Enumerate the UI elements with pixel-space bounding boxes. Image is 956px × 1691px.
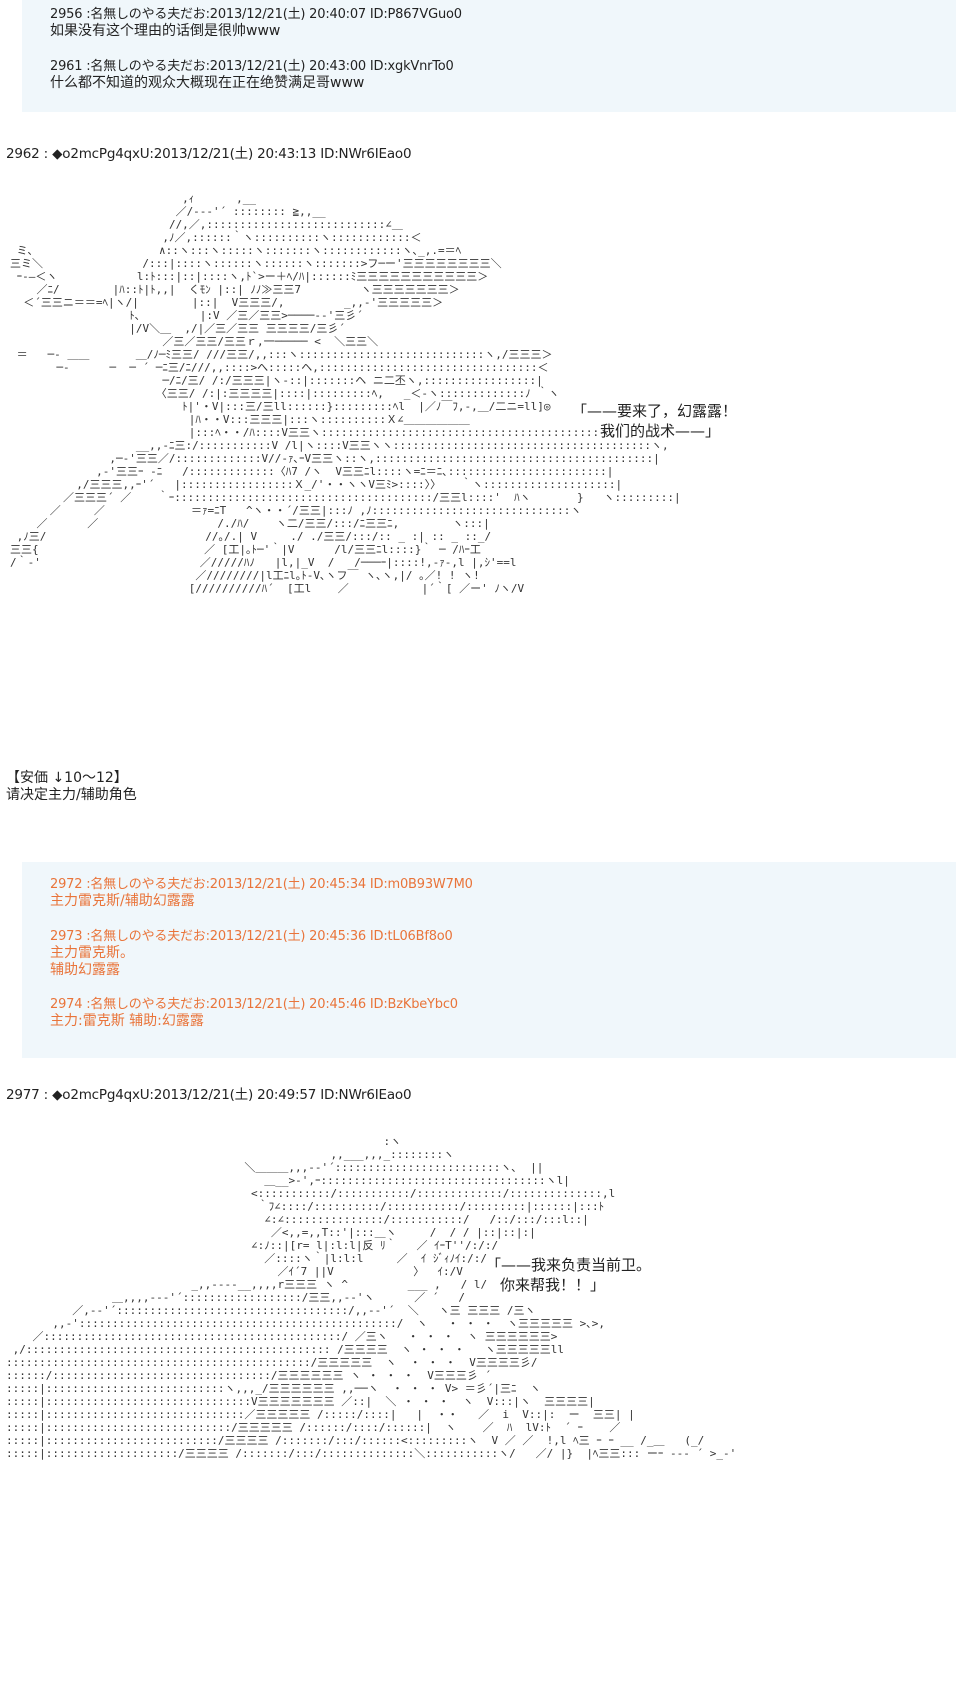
ascii-art-illustration: ,ｨ ,__ ／/--‐'´ :::::::: ≧,,__ //,／,:::::… (10, 192, 681, 595)
quoted-replies-top (22, 0, 956, 112)
reply-header: 2961 :名無しのやる夫だお:2013/12/21(土) 20:43:00 I… (50, 59, 454, 74)
reply-header: 2974 :名無しのやる夫だお:2013/12/21(土) 20:45:46 I… (50, 997, 458, 1012)
vote-instruction: 【安価 ↓10～12】 (6, 770, 128, 786)
speech-text: 我们的战术——」 (600, 422, 721, 440)
ascii-art-illustration: :ヽ ,,___,,,_::::::::ヽ ＼＿＿＿,,,-‐'´:::::::… (6, 1135, 737, 1460)
speech-text: 「——我来负责当前卫。 (486, 1256, 652, 1274)
reply-body: 什么都不知道的观众大概现在正在绝赞满足哥www (50, 75, 365, 91)
reply-body: 主力雷克斯。 辅助幻露露 (50, 945, 134, 978)
speech-text: 你来帮我！！」 (500, 1276, 606, 1294)
reply-header: 2973 :名無しのやる夫だお:2013/12/21(土) 20:45:36 I… (50, 929, 453, 944)
reply-body: 主力:雷克斯 辅助:幻露露 (50, 1013, 204, 1029)
quoted-replies-mid (22, 862, 956, 1058)
post-header: 2977 : ◆o2mcPg4qxU:2013/12/21(土) 20:49:5… (6, 1087, 412, 1103)
reply-body: 主力雷克斯/辅助幻露露 (50, 893, 195, 909)
vote-instruction: 请决定主力/辅助角色 (6, 787, 137, 803)
reply-header: 2972 :名無しのやる夫だお:2013/12/21(土) 20:45:34 I… (50, 877, 473, 892)
reply-body: 如果没有这个理由的话倒是很帅www (50, 23, 281, 39)
speech-text: 「——要来了，幻露露！ (572, 402, 738, 420)
reply-header: 2956 :名無しのやる夫だお:2013/12/21(土) 20:40:07 I… (50, 7, 462, 22)
post-header: 2962 : ◆o2mcPg4qxU:2013/12/21(土) 20:43:1… (6, 146, 412, 162)
